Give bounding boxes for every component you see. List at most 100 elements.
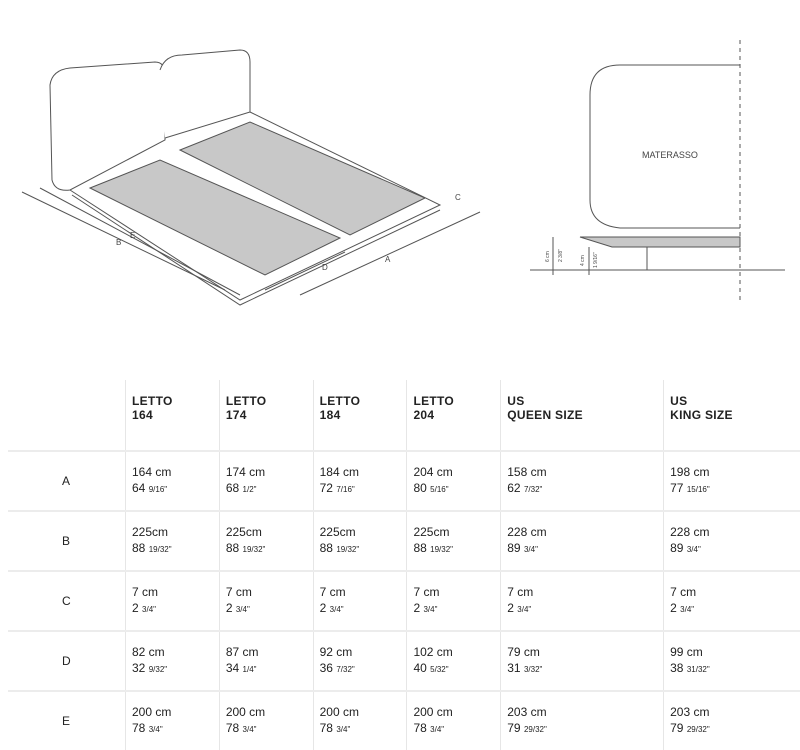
metric-value: 7 cm [132, 585, 159, 599]
label-c: C [455, 193, 461, 202]
imperial-value: 38 31/32" [670, 661, 710, 675]
dimension-cell: 200 cm 78 3/4" [312, 690, 407, 750]
metric-value: 203 cm [507, 705, 547, 719]
imperial-value: 31 3/32" [507, 661, 543, 675]
imperial-value: 88 19/32" [225, 541, 266, 555]
table-row: E 200 cm 78 3/4" 200 cm 78 3/4" 200 cm 78 3/4"… [8, 690, 800, 750]
dimension-cell: 200 cm 78 3/4" [218, 690, 314, 750]
mattress-label: MATERASSO [642, 150, 698, 160]
imperial-value: 78 3/4" [225, 721, 257, 735]
imperial-value: 80 5/16" [413, 481, 449, 495]
metric-value: 7 cm [225, 585, 252, 599]
imperial-value: 2 3/4" [670, 601, 695, 615]
label-b: B [116, 238, 121, 247]
imperial-value: 78 3/4" [319, 721, 351, 735]
metric-value: 225cm [413, 525, 450, 539]
metric-value: 92 cm [319, 645, 353, 659]
dimension-cell: 7 cm 2 3/4" [406, 570, 501, 631]
imperial-value: 78 3/4" [132, 721, 163, 735]
imperial-value: 79 29/32" [670, 721, 710, 735]
imperial-value: 89 3/4" [507, 541, 538, 555]
imperial-value: 2 3/4" [507, 601, 532, 615]
imperial-value: 36 7/32" [319, 661, 355, 675]
label-e: E [130, 231, 135, 240]
metric-value: 174 cm [225, 465, 266, 479]
imperial-value: 2 3/4" [132, 601, 156, 615]
imperial-value: 34 1/4" [225, 661, 257, 675]
label-a: A [385, 255, 391, 264]
metric-value: 225cm [225, 525, 262, 539]
height-cm-1: 6 cm [545, 251, 551, 262]
metric-value: 200 cm [225, 705, 266, 719]
dimension-cell: 204 cm 80 5/16" [406, 450, 501, 511]
dimension-cell: 99 cm 38 31/32" [663, 630, 800, 691]
height-cm-2: 4 cm [580, 255, 586, 266]
metric-value: 225cm [319, 525, 356, 539]
table-row: B 225cm 88 19/32" 225cm 88 19/32" 225cm 88 19/… [8, 510, 800, 571]
metric-value: 203 cm [670, 705, 710, 719]
metric-value: 200 cm [319, 705, 359, 719]
table-row: C 7 cm 2 3/4" 7 cm 2 3/4" 7 cm 2 3/4" 7 cm 2 3/4… [8, 570, 800, 631]
dimension-cell: 7 cm 2 3/4" [218, 570, 314, 631]
dimension-cell: 158 cm 62 7/32" [500, 450, 664, 511]
dimension-cell: 203 cm 79 29/32" [663, 690, 800, 750]
dimension-cell: 198 cm 77 15/16" [663, 450, 800, 511]
height-in-2: 1 9/16" [593, 252, 599, 268]
row-label: D [8, 630, 126, 691]
metric-value: 200 cm [132, 705, 172, 719]
dimension-cell: 225cm 88 19/32" [218, 510, 314, 571]
dimension-cell: 7 cm 2 3/4" [663, 570, 800, 631]
metric-value: 228 cm [670, 525, 710, 539]
metric-value: 204 cm [413, 465, 453, 479]
metric-value: 158 cm [507, 465, 547, 479]
imperial-value: 79 29/32" [507, 721, 547, 735]
metric-value: 82 cm [132, 645, 165, 659]
imperial-value: 77 15/16" [670, 481, 710, 495]
imperial-value: 68 1/2" [225, 481, 257, 495]
row-label: B [8, 510, 126, 571]
imperial-value: 88 19/32" [132, 541, 172, 555]
row-label: C [8, 570, 126, 631]
metric-value: 99 cm [670, 645, 703, 659]
imperial-value: 64 9/16" [132, 481, 168, 495]
imperial-value: 88 19/32" [319, 541, 360, 555]
imperial-value: 2 3/4" [413, 601, 438, 615]
metric-value: 7 cm [670, 585, 697, 599]
dimension-cell: 203 cm 79 29/32" [500, 690, 664, 750]
metric-value: 200 cm [413, 705, 453, 719]
metric-value: 79 cm [507, 645, 540, 659]
metric-value: 7 cm [413, 585, 440, 599]
imperial-value: 72 7/16" [319, 481, 355, 495]
bed-perspective-drawing [21, 49, 481, 306]
side-section-drawing [530, 40, 785, 300]
imperial-value: 2 3/4" [225, 601, 250, 615]
dimension-cell: 164 cm 64 9/16" [125, 450, 220, 511]
metric-value: 198 cm [670, 465, 710, 479]
imperial-value: 2 3/4" [319, 601, 344, 615]
row-label: E [8, 690, 126, 750]
dimension-cell: 228 cm 89 3/4" [500, 510, 664, 571]
metric-value: 228 cm [507, 525, 547, 539]
metric-value: 164 cm [132, 465, 172, 479]
bed-drawings: B E D A C MATERASSO 6 cm 2 3/8" 4 cm 1 9… [21, 40, 785, 306]
dimension-cell: 200 cm 78 3/4" [125, 690, 220, 750]
imperial-value: 62 7/32" [507, 481, 543, 495]
dimension-cell: 79 cm 31 3/32" [500, 630, 664, 691]
label-d: D [322, 263, 328, 272]
